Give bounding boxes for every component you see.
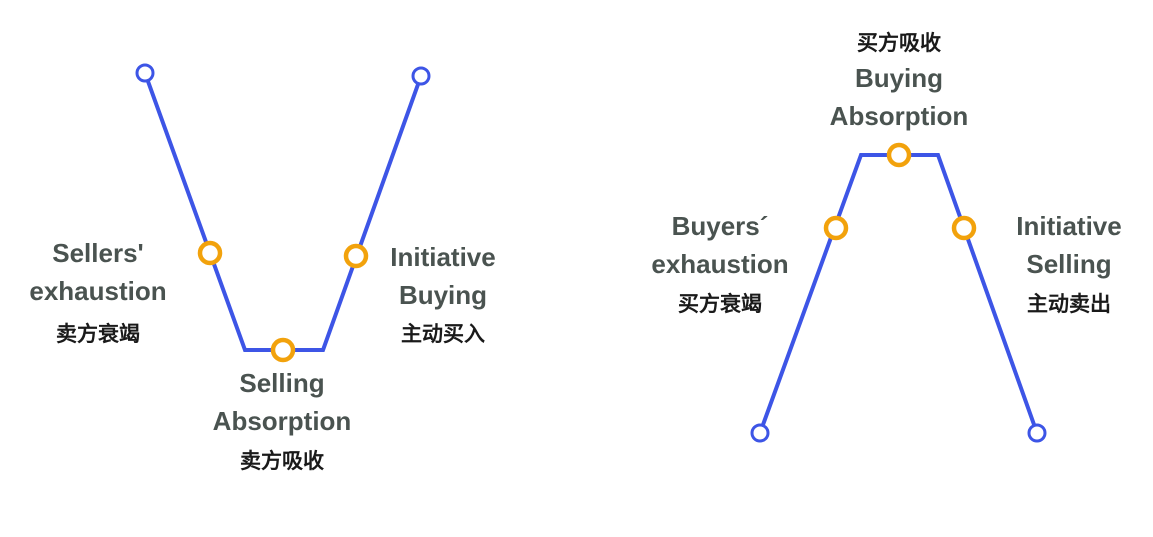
buying-absorption-marker [886, 142, 912, 168]
initiative-buying-cn: 主动买入 [401, 322, 485, 346]
buying-absorption-en-line1: Buying [855, 63, 943, 93]
left-end-endpoint [411, 66, 431, 86]
right-end-endpoint [1027, 423, 1047, 443]
buying-absorption-label: 买方吸收 Buying Absorption [830, 31, 969, 131]
buyers-exhaustion-en-line1: Buyers´ [672, 211, 769, 241]
initiative-buying-en-line1: Initiative [390, 242, 495, 272]
left-start-endpoint [135, 63, 155, 83]
selling-absorption-en-line2: Absorption [213, 406, 352, 436]
buyers-exhaustion-label: Buyers´ exhaustion 买方衰竭 [651, 211, 788, 316]
buying-absorption-en-line2: Absorption [830, 101, 969, 131]
selling-absorption-en-line1: Selling [239, 368, 324, 398]
selling-absorption-cn: 卖方吸收 [240, 449, 324, 473]
initiative-selling-en-line2: Selling [1026, 249, 1111, 279]
selling-absorption-label: Selling Absorption 卖方吸收 [213, 368, 352, 473]
right-start-endpoint [750, 423, 770, 443]
buyers-exhaustion-en-line2: exhaustion [651, 249, 788, 279]
buying-absorption-cn: 买方吸收 [857, 31, 941, 55]
initiative-selling-marker [951, 215, 977, 241]
sellers-exhaustion-en-line2: exhaustion [29, 276, 166, 306]
left-v-path [143, 72, 423, 352]
initiative-selling-en-line1: Initiative [1016, 211, 1121, 241]
initiative-selling-label: Initiative Selling 主动卖出 [1016, 211, 1121, 316]
initiative-buying-marker [343, 243, 369, 269]
initiative-buying-en-line2: Buying [399, 280, 487, 310]
initiative-buying-label: Initiative Buying 主动买入 [390, 242, 495, 346]
sellers-exhaustion-label: Sellers' exhaustion 卖方衰竭 [29, 238, 166, 346]
initiative-selling-cn: 主动卖出 [1027, 292, 1111, 316]
right-inverted-v-path [758, 153, 1039, 434]
sellers-exhaustion-marker [197, 240, 223, 266]
buyers-exhaustion-cn: 买方衰竭 [678, 292, 762, 316]
sellers-exhaustion-en-line1: Sellers' [52, 238, 143, 268]
selling-absorption-marker [270, 337, 296, 363]
sellers-exhaustion-cn: 卖方衰竭 [56, 322, 140, 346]
left-v-diagram: Sellers' exhaustion 卖方衰竭 Selling Absorpt… [29, 63, 496, 473]
right-inverted-v-diagram: 买方吸收 Buying Absorption Buyers´ exhaustio… [651, 31, 1122, 443]
buyers-exhaustion-marker [823, 215, 849, 241]
